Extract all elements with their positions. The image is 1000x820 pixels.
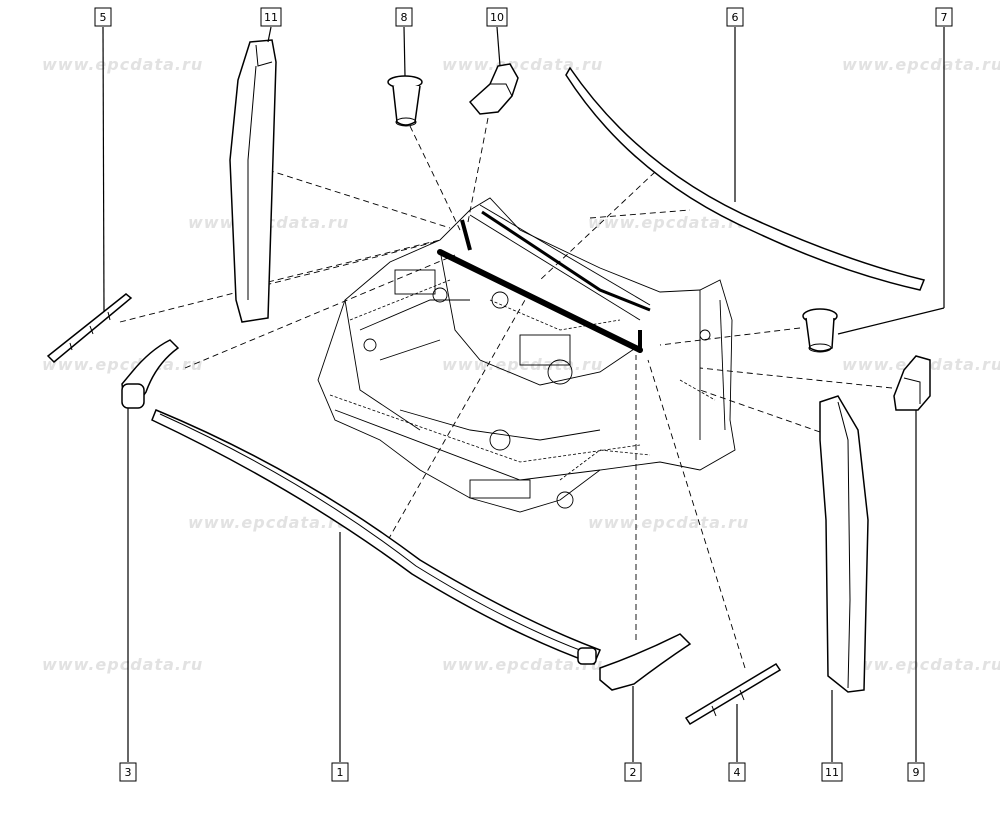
part-11-right-strip [819,395,869,693]
part-6-windshield-seal [565,66,926,291]
callout-label: 5 [100,11,107,24]
callout-8[interactable]: 8 [395,7,413,27]
part-5-clip-strip [46,293,133,364]
cowl-seal-strip [437,249,643,353]
watermark-text: www.epcdata.ru [442,655,603,674]
callout-6[interactable]: 6 [726,7,744,27]
part-1-lower-seal [151,409,601,665]
callout-3[interactable]: 3 [119,762,137,782]
callout-9[interactable]: 9 [907,762,925,782]
part-7-grommet [802,308,838,353]
callout-label: 3 [125,766,132,779]
watermark-text: www.epcdata.ru [42,355,203,374]
callout-label: 7 [941,11,948,24]
callout-label: 1 [337,766,344,779]
callout-1[interactable]: 1 [331,762,349,782]
callout-4[interactable]: 4 [728,762,746,782]
part-4-clip-strip [684,662,782,726]
callout-leaders [102,26,945,762]
watermark-text: www.epcdata.ru [588,213,749,232]
part-11-left-strip [229,39,277,323]
part-8-grommet [387,75,423,127]
part-10-bracket [468,63,519,115]
callout-5[interactable]: 5 [94,7,112,27]
callout-7[interactable]: 7 [935,7,953,27]
part-2-corner-seal [599,633,692,691]
callout-label: 8 [401,11,408,24]
watermark-text: www.epcdata.ru [842,55,1000,74]
callout-11-bottom[interactable]: 11 [821,762,843,782]
callout-label: 11 [264,11,278,24]
callout-label: 6 [732,11,739,24]
part-3-corner-seal [121,339,180,409]
callout-label: 4 [734,766,741,779]
callout-2[interactable]: 2 [624,762,642,782]
watermark-text: www.epcdata.ru [588,513,749,532]
watermark-text: www.epcdata.ru [42,55,203,74]
watermark-text: www.epcdata.ru [442,55,603,74]
part-9-clip [893,355,931,411]
callout-10[interactable]: 10 [486,7,508,27]
watermark-text: www.epcdata.ru [188,513,349,532]
watermark-text: www.epcdata.ru [42,655,203,674]
callout-label: 9 [913,766,920,779]
callout-label: 2 [630,766,637,779]
watermark-text: www.epcdata.ru [442,355,603,374]
watermark-text: www.epcdata.ru [842,655,1000,674]
callout-label: 11 [825,766,839,779]
callout-label: 10 [490,11,504,24]
callout-11-top[interactable]: 11 [260,7,282,27]
vehicle-front-body [317,197,736,513]
